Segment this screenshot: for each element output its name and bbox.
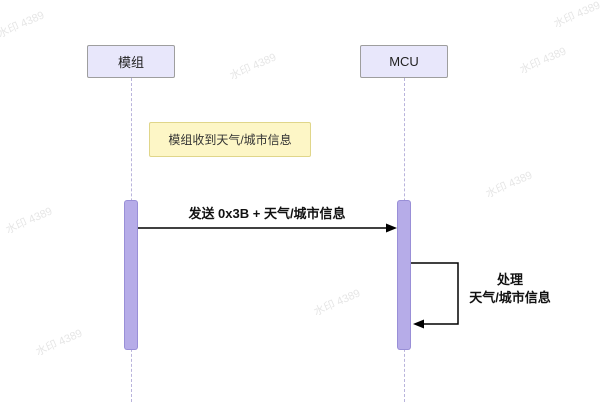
note-text: 模组收到天气/城市信息 (168, 133, 292, 147)
participant-module-label: 模组 (117, 55, 144, 70)
watermark: 水印 4389 (228, 51, 279, 83)
watermark: 水印 4389 (312, 287, 363, 319)
self-message-line (411, 262, 459, 325)
watermark: 水印 4389 (4, 205, 55, 237)
activation-bar-mcu (397, 200, 411, 350)
self-message-arrowhead (413, 319, 424, 329)
note-box: 模组收到天气/城市信息 (149, 122, 311, 157)
watermark: 水印 4389 (484, 169, 535, 201)
participant-mcu-label: MCU (389, 54, 419, 69)
participant-module: 模组 (87, 45, 175, 78)
self-message-label: 处理 天气/城市信息 (460, 271, 560, 307)
watermark: 水印 4389 (0, 9, 47, 41)
self-message-label-line1: 处理 (496, 272, 523, 287)
watermark: 水印 4389 (34, 327, 85, 359)
watermark: 水印 4389 (552, 0, 603, 31)
participant-mcu: MCU (360, 45, 448, 78)
message-arrowhead (386, 223, 397, 233)
message-label: 发送 0x3B + 天气/城市信息 (188, 206, 346, 221)
activation-bar-module (124, 200, 138, 350)
watermark: 水印 4389 (518, 45, 569, 77)
self-message-label-line2: 天气/城市信息 (469, 290, 551, 305)
